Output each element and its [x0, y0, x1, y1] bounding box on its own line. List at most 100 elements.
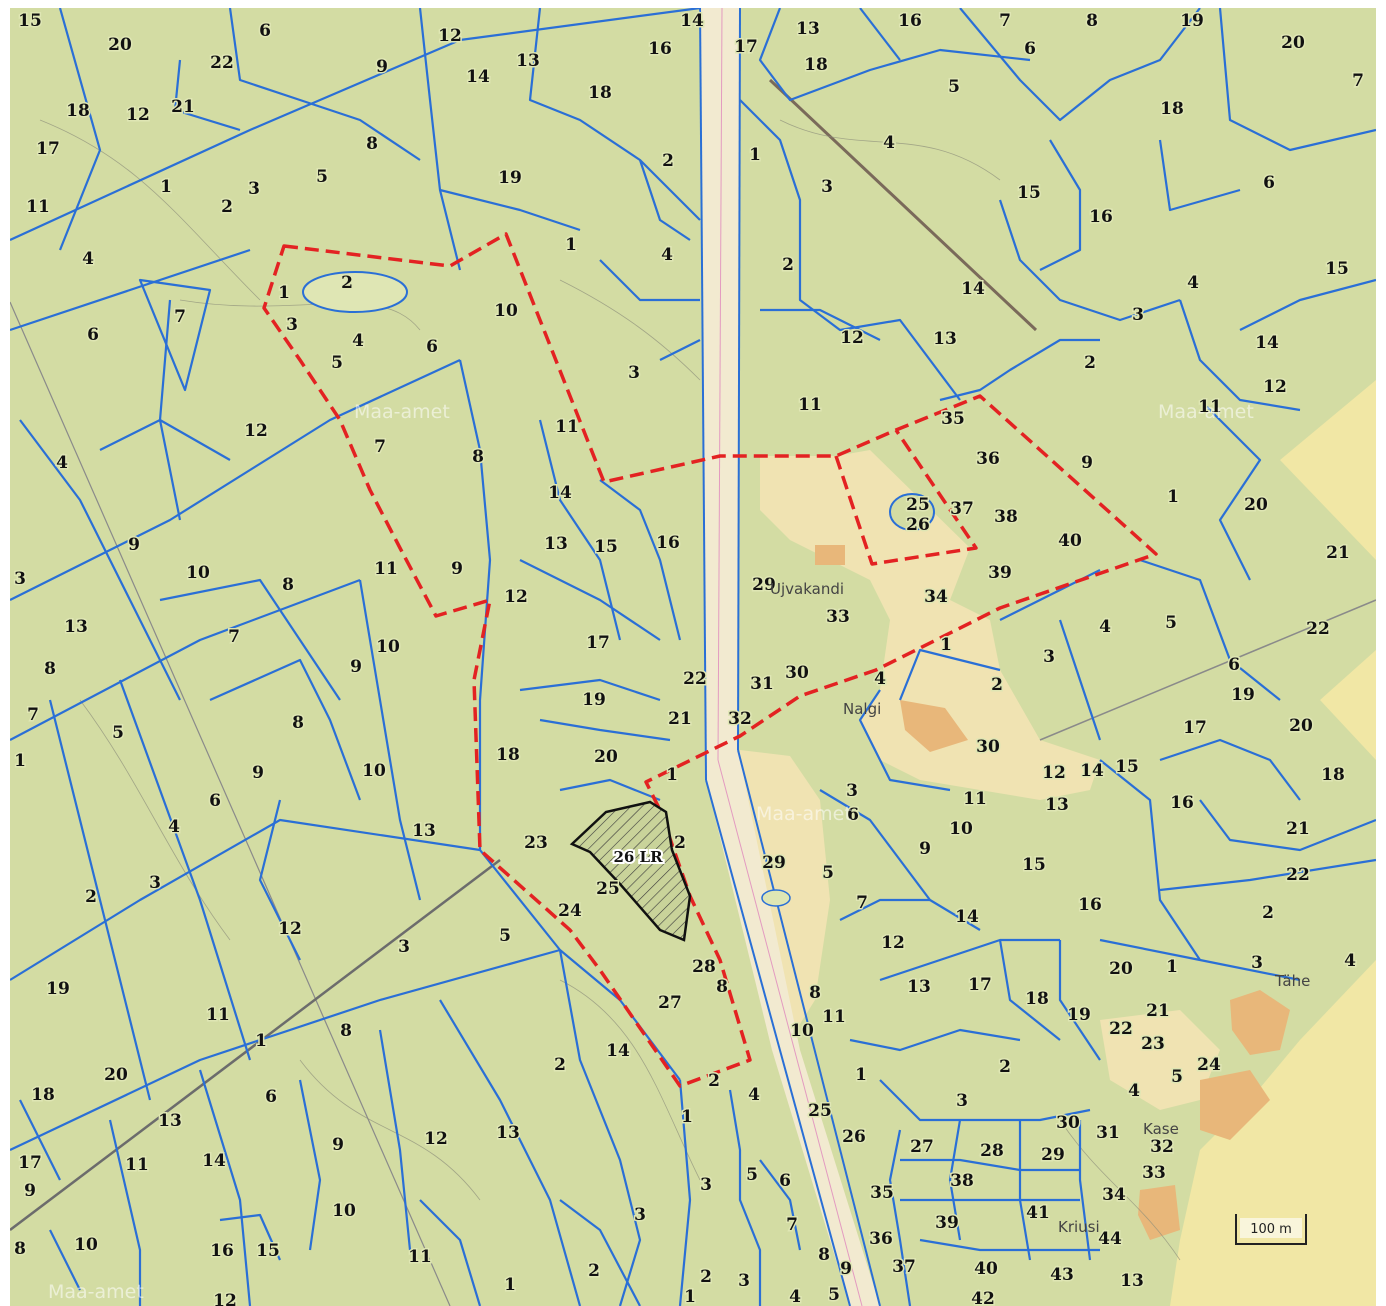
parcel-number: 35 — [941, 409, 965, 429]
parcel-number: 3 — [149, 873, 161, 893]
parcel-number: 14 — [680, 11, 704, 31]
parcel-number: 6 — [779, 1171, 791, 1191]
parcel-number: 38 — [950, 1171, 974, 1191]
parcel-number: 6 — [87, 325, 99, 345]
parcel-number: 15 — [1017, 183, 1041, 203]
parcel-number: 7 — [999, 11, 1011, 31]
parcel-number: 10 — [186, 563, 210, 583]
parcel-number: 21 — [668, 709, 692, 729]
parcel-number: 25 — [906, 495, 930, 515]
parcel-number: 1 — [666, 765, 678, 785]
parcel-number: 2 — [674, 833, 686, 853]
parcel-number: 11 — [206, 1005, 230, 1025]
place-name: Kriusi — [1058, 1218, 1100, 1236]
parcel-number: 19 — [46, 979, 70, 999]
parcel-number: 20 — [1244, 495, 1268, 515]
parcel-number: 1 — [565, 235, 577, 255]
parcel-number: 3 — [1251, 953, 1263, 973]
parcel-number: 34 — [924, 587, 948, 607]
parcel-number: 20 — [108, 35, 132, 55]
parcel-number: 19 — [1180, 11, 1204, 31]
parcel-number: 7 — [27, 705, 39, 725]
parcel-number: 27 — [658, 993, 682, 1013]
parcel-number: 5 — [822, 863, 834, 883]
parcel-number: 28 — [980, 1141, 1004, 1161]
parcel-number: 14 — [961, 279, 985, 299]
parcel-number: 3 — [700, 1175, 712, 1195]
parcel-number: 13 — [516, 51, 540, 71]
parcel-number: 29 — [752, 575, 776, 595]
parcel-number: 8 — [282, 575, 294, 595]
parcel-number: 23 — [1141, 1034, 1165, 1054]
parcel-number: 10 — [494, 301, 518, 321]
parcel-number: 6 — [1228, 655, 1240, 675]
parcel-number: 4 — [789, 1287, 801, 1306]
parcel-number: 11 — [26, 197, 50, 217]
parcel-number: 41 — [1026, 1203, 1050, 1223]
parcel-number: 16 — [210, 1241, 234, 1261]
parcel-number: 18 — [31, 1085, 55, 1105]
building-area — [900, 700, 968, 752]
parcel-number: 4 — [168, 817, 180, 837]
watermark: Maa-amet — [756, 803, 852, 825]
parcel-number: 17 — [1183, 718, 1207, 738]
parcel-number: 2 — [588, 1261, 600, 1281]
parcel-number: 8 — [292, 713, 304, 733]
parcel-number: 8 — [14, 1239, 26, 1259]
parcel-number: 18 — [1321, 765, 1345, 785]
parcel-number: 1 — [681, 1107, 693, 1127]
parcel-number: 7 — [786, 1215, 798, 1235]
parcel-number: 10 — [949, 819, 973, 839]
parcel-number: 6 — [847, 805, 859, 825]
parcel-number: 20 — [1289, 716, 1313, 736]
parcel-number: 3 — [398, 937, 410, 957]
parcel-number: 2 — [554, 1055, 566, 1075]
parcel-number: 8 — [366, 134, 378, 154]
scale-label: 100 m — [1250, 1222, 1292, 1237]
parcel-number: 19 — [1231, 685, 1255, 705]
parcel-number: 10 — [790, 1021, 814, 1041]
parcel-number: 4 — [1344, 951, 1356, 971]
parcel-number: 9 — [24, 1181, 36, 1201]
lr-parcel[interactable] — [569, 800, 692, 942]
watermark: Maa-amet — [48, 1281, 144, 1303]
parcel-number: 39 — [935, 1213, 959, 1233]
parcel-number: 30 — [1056, 1113, 1080, 1133]
parcel-number: 8 — [44, 659, 56, 679]
parcel-number: 13 — [64, 617, 88, 637]
pond — [761, 889, 791, 907]
building-area — [1230, 990, 1290, 1055]
parcel-number: 6 — [426, 337, 438, 357]
parcel-number: 7 — [374, 437, 386, 457]
parcel-number: 40 — [1058, 531, 1082, 551]
parcel-number: 20 — [1281, 33, 1305, 53]
parcel-number: 10 — [376, 637, 400, 657]
parcel-number: 10 — [332, 1201, 356, 1221]
parcel-number: 1 — [855, 1065, 867, 1085]
parcel-number: 5 — [331, 353, 343, 373]
road-edge — [737, 8, 741, 751]
power-line — [1039, 599, 1376, 741]
parcel-number: 11 — [555, 417, 579, 437]
parcel-number: 15 — [1325, 259, 1349, 279]
parcel-number: 2 — [341, 273, 353, 293]
parcel-number: 13 — [158, 1111, 182, 1131]
parcel-number: 1 — [14, 751, 26, 771]
parcel-number: 2 — [85, 887, 97, 907]
road-centerline — [717, 759, 863, 1306]
parcel-number: 6 — [259, 21, 271, 41]
parcel-number: 17 — [734, 37, 758, 57]
parcel-number: 12 — [840, 328, 864, 348]
parcel-number: 16 — [1078, 895, 1102, 915]
parcel-number: 18 — [1160, 99, 1184, 119]
parcel-number: 3 — [634, 1205, 646, 1225]
parcel-number: 2 — [700, 1267, 712, 1287]
parcel-number: 6 — [1024, 39, 1036, 59]
parcel-number: 13 — [1120, 1271, 1144, 1291]
parcel-number: 3 — [1132, 305, 1144, 325]
parcel-number: 21 — [1146, 1001, 1170, 1021]
scale-bar: 100 m — [1235, 1214, 1307, 1245]
parcel-number: 27 — [910, 1137, 934, 1157]
pond — [302, 271, 408, 313]
